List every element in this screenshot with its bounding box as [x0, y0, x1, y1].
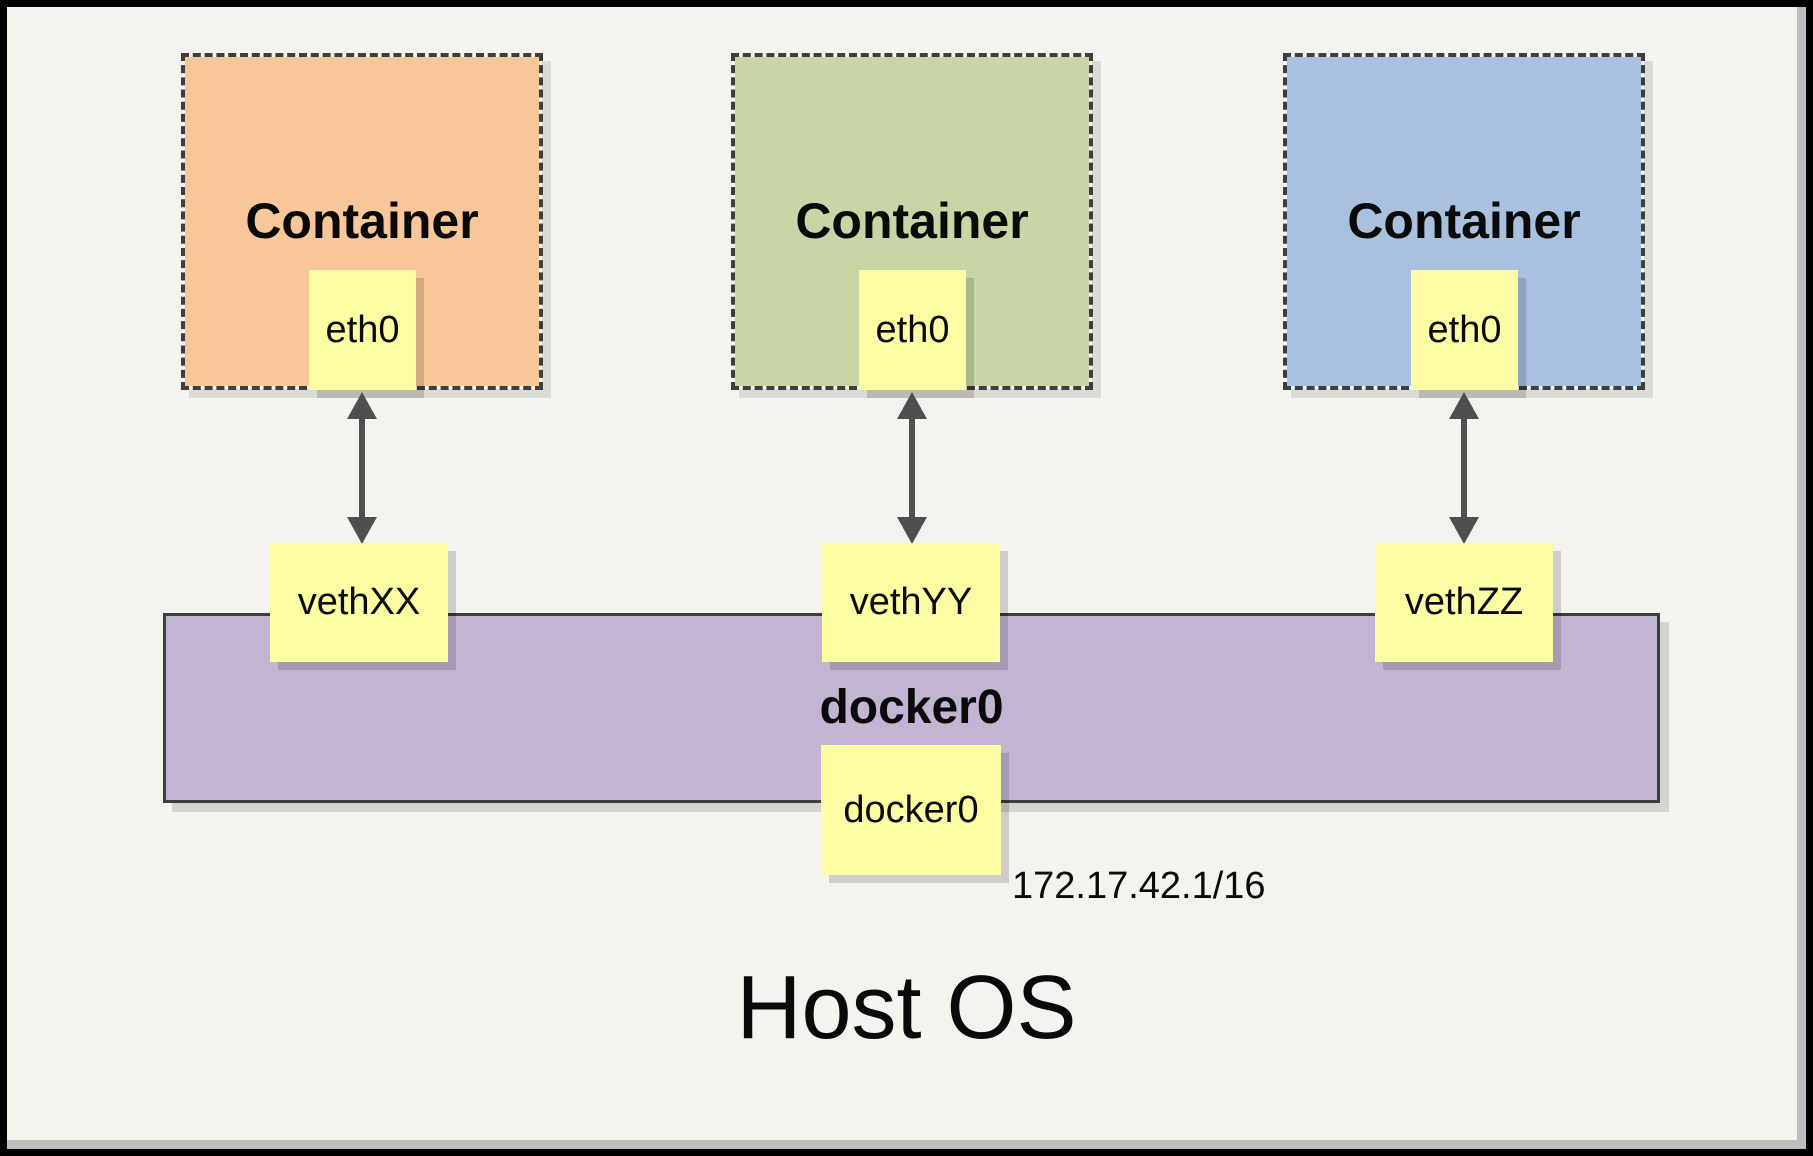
vethZZ-box: vethZZ: [1375, 543, 1553, 662]
double-arrow-icon: [347, 392, 377, 544]
vethXX-label: vethXX: [297, 581, 421, 623]
docker0-bridge-label: docker0: [819, 681, 1004, 734]
bridge-ip-label: 172.17.42.1/16: [1012, 865, 1266, 907]
vethZZ-label: vethZZ: [1404, 581, 1524, 623]
container-box-3: Container eth0: [1283, 53, 1645, 390]
container-3-label: Container: [1347, 193, 1581, 249]
vethXX-box: vethXX: [270, 543, 448, 662]
docker0-interface-box: docker0: [821, 745, 1001, 875]
container-box-2: Container eth0: [731, 53, 1093, 390]
arrow-down-head-icon: [897, 517, 927, 544]
double-arrow-icon: [897, 392, 927, 544]
container-1-eth0-box: eth0: [309, 270, 416, 390]
arrow-down-head-icon: [347, 517, 377, 544]
container-2-label: Container: [795, 193, 1029, 249]
container-2-eth0-label: eth0: [875, 308, 950, 351]
vethYY-box: vethYY: [822, 543, 1000, 662]
container-1-eth0-label: eth0: [325, 308, 400, 351]
docker0-interface-label: docker0: [843, 788, 979, 831]
double-arrow-icon: [1449, 392, 1479, 544]
container-1-label: Container: [245, 193, 479, 249]
arrow-shaft: [359, 414, 365, 522]
arrow-shaft: [909, 414, 915, 522]
container-box-1: Container eth0: [181, 53, 543, 390]
vethYY-label: vethYY: [849, 581, 973, 623]
arrow-shaft: [1461, 414, 1467, 522]
arrow-down-head-icon: [1449, 517, 1479, 544]
container-3-eth0-label: eth0: [1427, 308, 1502, 351]
container-3-eth0-box: eth0: [1411, 270, 1518, 390]
host-os-title: Host OS: [736, 958, 1077, 1058]
container-2-eth0-box: eth0: [859, 270, 966, 390]
